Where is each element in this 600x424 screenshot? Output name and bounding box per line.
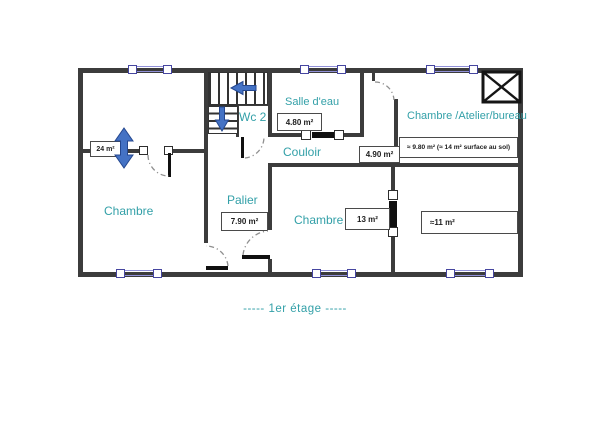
door-jamb [388, 190, 398, 200]
window-jamb [312, 268, 321, 278]
area-box-490: 4.90 m² [359, 146, 400, 163]
window [116, 268, 162, 278]
wall-outer-bottom [78, 272, 523, 277]
door-jamb [139, 146, 148, 155]
wall-salle-eau-right [360, 72, 364, 137]
wall-stair-right [268, 68, 272, 137]
window [312, 268, 356, 278]
area-box-790: 7.90 m² [221, 212, 268, 231]
door-arc-palier-right [242, 230, 269, 256]
door-jamb [334, 130, 344, 140]
area-box-24: 24 m² [90, 141, 121, 157]
window-jamb [347, 268, 356, 278]
window-jamb [469, 64, 478, 74]
area-box-11: ≈11 m² [421, 211, 518, 234]
wall-outer-right [518, 68, 523, 277]
window [426, 64, 478, 74]
staircase-lower-flight [208, 104, 238, 134]
window-jamb [337, 64, 346, 74]
room-label-wc: Wc 2 [239, 110, 267, 124]
wall-couloir-bottom [268, 163, 523, 167]
window-jamb [485, 268, 494, 278]
window-glass [137, 66, 163, 72]
area-box-980: ≈ 9.80 m² (≈ 14 m² surface au sol) [399, 137, 518, 158]
door-leaf-partition [389, 201, 397, 227]
door-jamb [301, 130, 311, 140]
window-glass [455, 270, 485, 276]
wall-palier-right-stub [268, 259, 272, 272]
room-label-atelier: Chambre /Atelier/bureau [407, 110, 527, 122]
door-arc-leftroom [147, 154, 170, 177]
door-leaf-palier-left [206, 266, 228, 270]
window-glass [309, 66, 337, 72]
crossed-box-icon [481, 70, 522, 104]
window-jamb [116, 268, 125, 278]
wall-leftroom-b [171, 149, 204, 153]
crossed-box-diagonal [482, 71, 521, 103]
floor-caption: ----- 1er étage ----- [243, 303, 347, 315]
window-jamb [426, 64, 435, 74]
window [300, 64, 346, 74]
window-glass [125, 270, 153, 276]
door-leaf-palier-right [242, 255, 270, 259]
window-jamb [128, 64, 137, 74]
wall-partition-lower [391, 237, 395, 277]
area-box-13: 13 m² [345, 208, 390, 230]
wall-salle-eau-bottom-left [268, 133, 304, 137]
door-leaf-salle-eau [312, 132, 334, 138]
window-jamb [153, 268, 162, 278]
room-label-palier: Palier [227, 193, 258, 207]
room-label-salle-eau: Salle d'eau [285, 96, 340, 108]
wall-atelier-door-stub [372, 72, 375, 81]
wall-partition-upper [391, 167, 395, 191]
wall-atelier-left [394, 99, 398, 167]
door-jamb [388, 227, 398, 237]
staircase-upper-flight [208, 72, 268, 105]
door-arc-palier-left [205, 245, 229, 267]
wall-palier-right [268, 167, 272, 230]
wall-salle-eau-bottom-right [342, 133, 364, 137]
wall-stair-left [204, 68, 208, 243]
window-glass [321, 270, 347, 276]
door-arc-wc [244, 136, 265, 159]
room-label-chambre-left: Chambre [104, 204, 154, 218]
wall-outer-left [78, 68, 83, 277]
room-label-couloir: Couloir [283, 145, 322, 159]
window [128, 64, 172, 74]
room-label-chambre-bottom: Chambre [294, 213, 344, 227]
door-arc-atelier [374, 81, 395, 101]
door-leaf-wc [241, 137, 244, 158]
window-jamb [300, 64, 309, 74]
window-jamb [163, 64, 172, 74]
window [446, 268, 494, 278]
door-leaf-leftroom [168, 153, 171, 177]
window-glass [435, 66, 469, 72]
window-jamb [446, 268, 455, 278]
crossed-box-diagonal [482, 71, 521, 103]
area-box-480: 4.80 m² [277, 113, 322, 131]
